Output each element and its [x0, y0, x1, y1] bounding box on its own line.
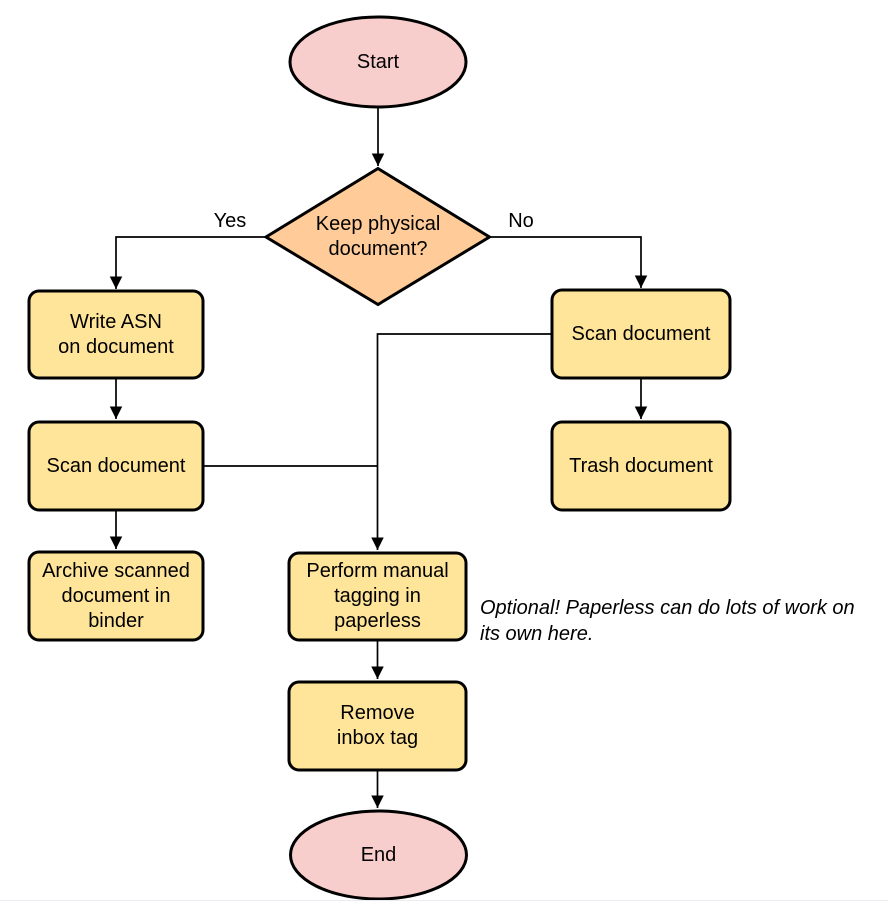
- decision-diamond-shape: [263, 166, 493, 307]
- scan-right-process-shape: [550, 288, 732, 380]
- edge-label-no: No: [508, 210, 534, 232]
- annotation-optional-note: Optional! Paperless can do lots of work …: [480, 597, 855, 645]
- edge-decision-no-to-scan-right: [489, 236, 648, 288]
- start-terminator-shape: [288, 15, 468, 109]
- edge-scan-right-to-tagging: [371, 333, 551, 550]
- remove-inbox-process-shape: [287, 680, 468, 772]
- trash-process-shape: [550, 420, 732, 512]
- end-terminator-shape: [289, 809, 468, 901]
- archive-process-shape: [27, 550, 205, 642]
- write-asn-process-shape: [27, 289, 205, 380]
- scan-left-process-shape: [27, 420, 205, 512]
- bottom-page-divider: [0, 900, 888, 901]
- tagging-process-shape: [287, 551, 468, 642]
- edge-label-yes: Yes: [213, 210, 247, 232]
- edge-decision-yes-to-write-asn: [109, 236, 266, 289]
